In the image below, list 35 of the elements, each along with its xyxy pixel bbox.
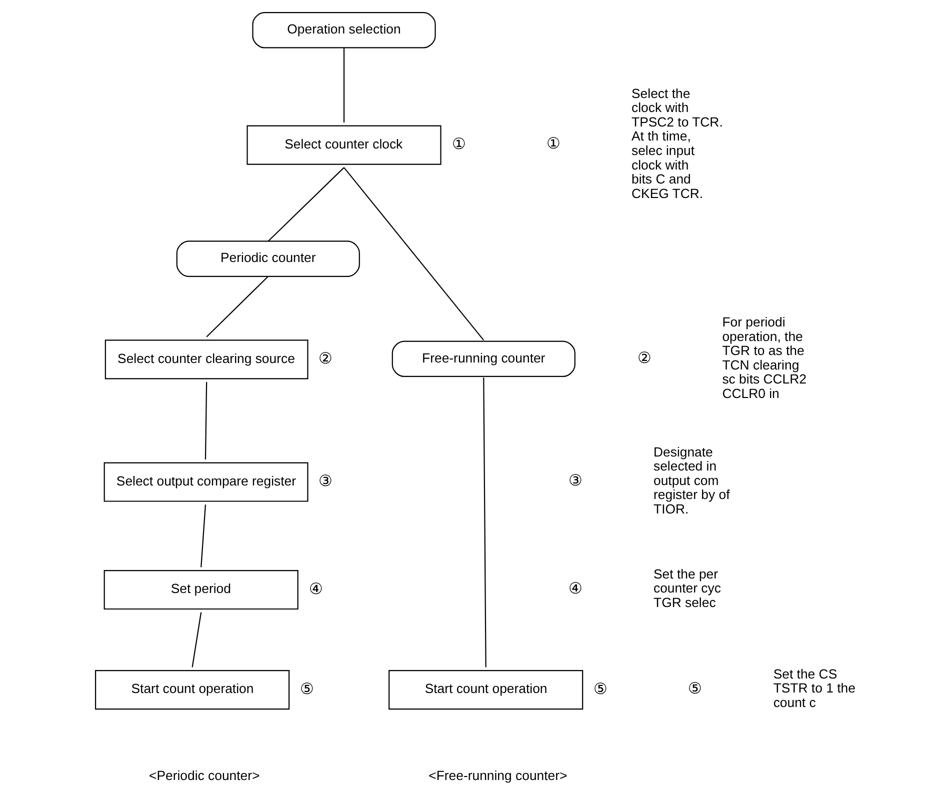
node-label: ② — [318, 350, 332, 368]
node-box: Select counter clock — [246, 125, 441, 165]
node-box: Operation selection — [252, 12, 436, 48]
connector — [200, 504, 206, 568]
connector — [343, 167, 484, 341]
label: <Periodic counter> — [148, 768, 260, 784]
label: <Free-running counter> — [428, 768, 567, 784]
connector — [191, 612, 202, 668]
label: ② — [637, 350, 650, 367]
label: Designate selected in output com register by of TIOR. — [653, 444, 730, 516]
node-box: Set period — [103, 570, 298, 610]
label: ⑤ — [688, 680, 701, 698]
connector — [204, 382, 207, 460]
connector — [482, 378, 486, 668]
connector — [267, 167, 344, 242]
label: For periodi operation, the TGR to as the TCN clearing sc bits CCLR2 CCLR0 in — [722, 314, 806, 402]
node-box: Start count operation — [94, 670, 290, 710]
node-box: Select output compare register — [103, 462, 308, 502]
node-label: ④ — [308, 580, 322, 598]
label: ③ — [568, 472, 581, 490]
node-box: Select counter clearing source — [104, 340, 308, 380]
node-box: Start count operation — [388, 670, 583, 710]
label: Set the per counter cyc TGR selec — [653, 566, 720, 610]
node-box: Free-running counter — [391, 340, 575, 378]
connector — [342, 48, 344, 122]
label: Select the clock with TPSC2 to TCR. At th time, selec input clock with bits C and CKEG TCR. — [631, 86, 722, 201]
node-label: ⑤ — [300, 680, 313, 698]
label: ④ — [568, 580, 581, 598]
connector — [206, 276, 268, 338]
node-label: ③ — [318, 473, 332, 490]
label: Set the CS TSTR to 1 the count c — [772, 666, 855, 710]
node-label: ① — [451, 136, 464, 154]
node-box: Periodic counter — [176, 240, 360, 277]
node-label: ⑤ — [593, 680, 606, 698]
label: ① — [546, 136, 559, 153]
